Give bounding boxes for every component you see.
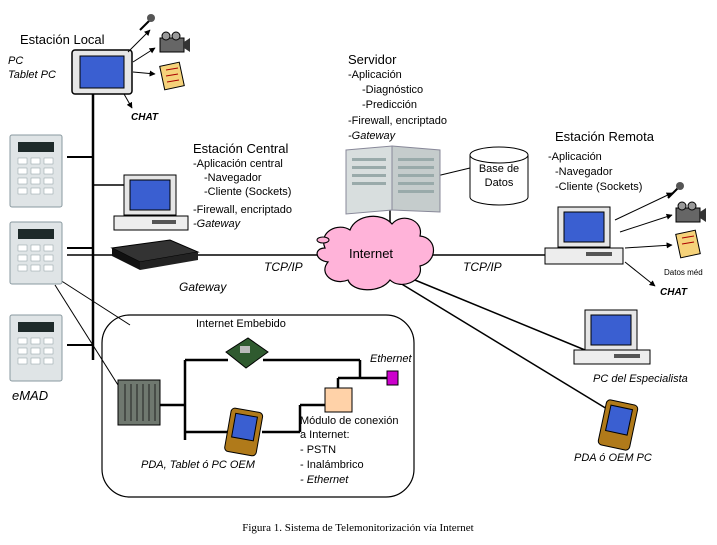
central-line-2: -Navegador xyxy=(204,172,262,184)
central-line-4: -Firewall, encriptado xyxy=(193,204,292,216)
local-station-title: Estación Local xyxy=(20,32,105,47)
figure-caption: Figura 1. Sistema de Telemonitorización … xyxy=(242,522,474,534)
remote-station-title: Estación Remota xyxy=(555,129,655,144)
local-station: Estación Local PC Tablet PC CHAT xyxy=(8,14,190,123)
central-line-5: -Gateway xyxy=(193,218,242,230)
module-line-2: a Internet: xyxy=(300,429,350,441)
remote-line-3: -Cliente (Sockets) xyxy=(555,181,642,193)
embedded-internet-panel: Internet Embebido Ethe xyxy=(101,314,415,498)
remote-arrow-data xyxy=(624,242,673,249)
server-line-3: -Predicción xyxy=(362,99,417,111)
database-cylinder-icon xyxy=(469,146,529,206)
rack-module-icon xyxy=(117,379,161,426)
db-label-1: Base de xyxy=(479,163,519,175)
embedded-callout-a xyxy=(54,284,119,386)
network-links xyxy=(54,88,613,413)
emad-device-2 xyxy=(9,221,63,285)
local-device-pc: PC xyxy=(8,55,23,67)
arrow-chat xyxy=(123,93,133,109)
server-line-4: -Firewall, encriptado xyxy=(348,115,447,127)
arrow-data xyxy=(132,70,156,77)
embedded-ethernet-label: Ethernet xyxy=(370,353,413,365)
module-line-1: Módulo de conexión xyxy=(300,415,398,427)
specialist-pc-label: PC del Especialista xyxy=(593,373,688,385)
remote-datos-label: Datos méd xyxy=(664,268,703,277)
server-block: Servidor -Aplicación -Diagnóstico -Predi… xyxy=(345,52,529,215)
internet-label: Internet xyxy=(349,246,393,261)
module-line-3: - PSTN xyxy=(300,444,336,456)
specialist-line xyxy=(409,277,586,351)
central-station: Estación Central -Aplicación central -Na… xyxy=(110,141,292,294)
tablet-pc-icon xyxy=(71,49,133,95)
emad-device-3 xyxy=(9,314,63,382)
remote-arrow-camera xyxy=(619,213,673,233)
arrow-camera xyxy=(132,47,156,63)
module-line-4: - Inalámbrico xyxy=(300,459,364,471)
remote-desktop-pc-icon xyxy=(544,206,624,265)
embedded-title: Internet Embebido xyxy=(196,318,286,330)
db-label-2: Datos xyxy=(485,177,514,189)
emad-device-1 xyxy=(9,134,63,208)
server-line-5: -Gateway xyxy=(348,130,397,142)
video-camera-icon xyxy=(159,31,190,53)
connection-module-box xyxy=(324,387,353,413)
server-rack-icon xyxy=(345,145,441,215)
embedded-pda-icon xyxy=(224,407,264,457)
server-line-2: -Diagnóstico xyxy=(362,84,423,96)
gateway-label: Gateway xyxy=(179,280,227,294)
remote-medical-chart-icon xyxy=(675,229,701,259)
pda-remote-line xyxy=(399,282,613,413)
remote-pda-label: PDA ó OEM PC xyxy=(574,452,652,464)
module-line-5: - Ethernet xyxy=(300,474,349,486)
embedded-callout-b xyxy=(59,279,131,326)
central-station-title: Estación Central xyxy=(193,141,288,156)
remote-video-camera-icon xyxy=(675,201,706,223)
tcpip-right-label: TCP/IP xyxy=(463,260,502,274)
remote-pda-icon xyxy=(597,399,639,451)
local-chat-label: CHAT xyxy=(131,112,159,123)
emad-label: eMAD xyxy=(12,388,48,403)
remote-microphone-icon xyxy=(667,182,684,199)
server-title: Servidor xyxy=(348,52,397,67)
local-device-tablet: Tablet PC xyxy=(8,69,56,81)
central-line-3: -Cliente (Sockets) xyxy=(204,186,291,198)
remote-line-1: -Aplicación xyxy=(548,151,602,163)
remote-station: Estación Remota -Aplicación -Navegador -… xyxy=(544,129,706,298)
specialist-pc xyxy=(573,309,651,365)
remote-line-2: -Navegador xyxy=(555,166,613,178)
gateway-router-icon xyxy=(110,239,200,270)
arrow-mic xyxy=(127,29,151,53)
central-desktop-pc-icon xyxy=(113,174,189,231)
remote-arrow-chat xyxy=(624,261,656,287)
central-line-1: -Aplicación central xyxy=(193,158,283,170)
medical-chart-icon xyxy=(159,61,185,91)
server-line-1: -Aplicación xyxy=(348,69,402,81)
internet-cloud xyxy=(316,215,435,291)
embedded-pda-label: PDA, Tablet ó PC OEM xyxy=(141,459,256,471)
tcpip-left-label: TCP/IP xyxy=(264,260,303,274)
embedded-links xyxy=(160,358,388,440)
remote-arrow-mic xyxy=(614,192,673,221)
microphone-icon xyxy=(139,14,155,31)
remote-chat-label: CHAT xyxy=(660,287,688,298)
ethernet-port-icon xyxy=(386,370,399,386)
embedded-board-icon xyxy=(225,337,269,369)
